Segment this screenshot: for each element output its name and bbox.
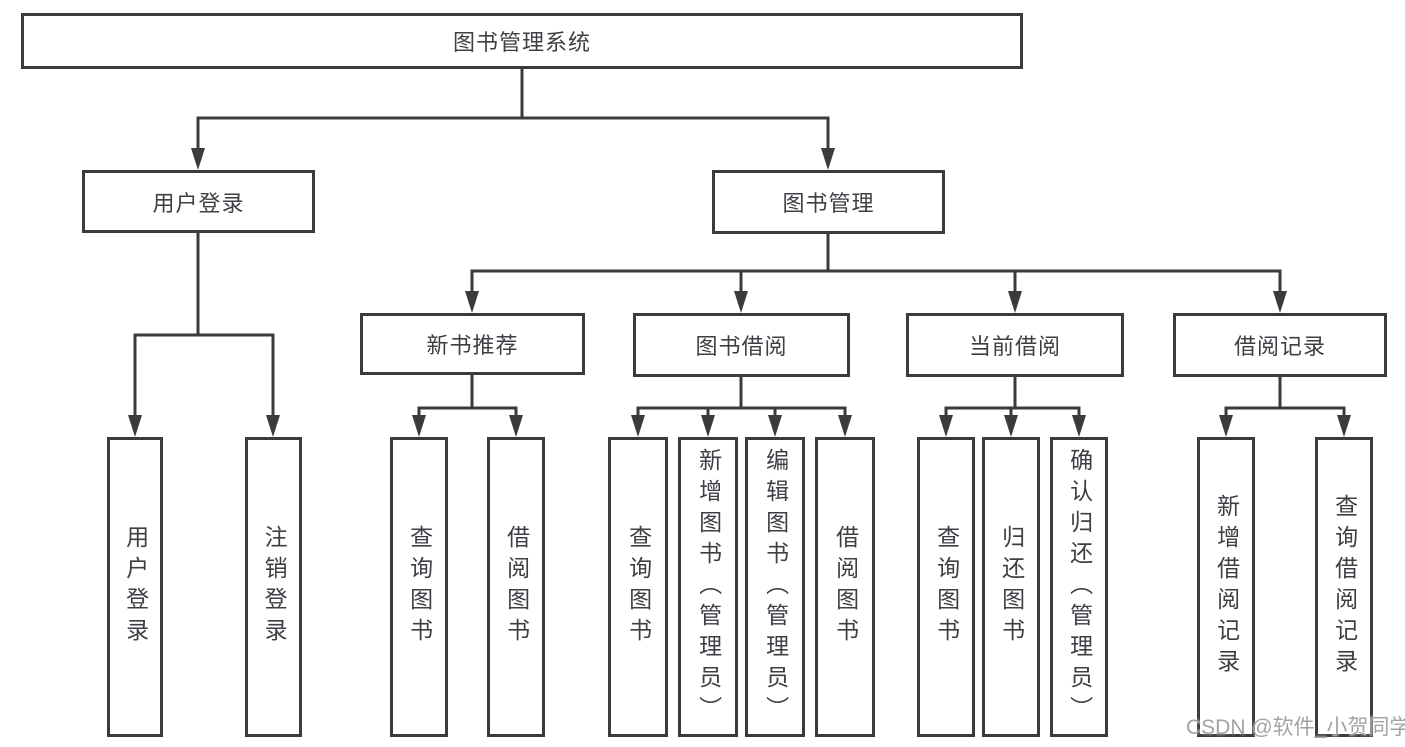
node-current-borrowing: 当前借阅 — [906, 313, 1124, 377]
node-label: 新增借阅记录 — [1213, 494, 1240, 680]
node-label: 新书推荐 — [426, 333, 519, 358]
node-new-book-recommendation: 新书推荐 — [360, 313, 585, 375]
leaf-borrow-books-1: 借阅图书 — [487, 437, 545, 737]
node-label: 用户登录 — [152, 190, 245, 216]
leaf-query-borrow-record: 查询借阅记录 — [1315, 437, 1373, 737]
node-label: 图书管理系统 — [452, 30, 591, 55]
node-book-management: 图书管理 — [712, 170, 945, 234]
node-label: 注销登录 — [261, 525, 288, 649]
node-label: 借阅图书 — [832, 525, 859, 649]
node-label: 查询借阅记录 — [1331, 494, 1358, 680]
leaf-borrow-books-2: 借阅图书 — [815, 437, 875, 737]
node-label: 查询图书 — [406, 525, 433, 649]
node-label: 借阅图书 — [503, 525, 530, 649]
leaf-query-books-1: 查询图书 — [390, 437, 448, 737]
node-library-management-system: 图书管理系统 — [21, 13, 1023, 69]
node-label: 归还图书 — [998, 525, 1025, 649]
leaf-add-borrow-record: 新增借阅记录 — [1197, 437, 1255, 737]
node-label: 用户登录 — [122, 525, 149, 649]
node-label: 图书管理 — [782, 191, 875, 216]
node-label: 图书借阅 — [695, 334, 788, 359]
node-label: 编辑图书（管理员） — [762, 447, 789, 727]
node-label: 借阅记录 — [1233, 334, 1326, 359]
node-label: 确认归还（管理员） — [1066, 447, 1093, 727]
leaf-edit-book-admin: 编辑图书（管理员） — [745, 437, 805, 737]
leaf-query-books-3: 查询图书 — [917, 437, 975, 737]
csdn-watermark: CSDN @软件_小贺同学 — [1186, 716, 1405, 739]
node-user-login-group: 用户登录 — [82, 170, 315, 233]
node-label: 当前借阅 — [968, 334, 1061, 359]
leaf-confirm-return-admin: 确认归还（管理员） — [1050, 437, 1108, 737]
arrowheads — [128, 148, 1351, 437]
node-book-borrowing: 图书借阅 — [633, 313, 850, 377]
node-label: 查询图书 — [933, 525, 960, 649]
leaf-add-book-admin: 新增图书（管理员） — [678, 437, 738, 737]
node-label: 查询图书 — [625, 525, 652, 649]
node-borrowing-records: 借阅记录 — [1173, 313, 1387, 377]
node-label: 新增图书（管理员） — [695, 447, 722, 727]
leaf-user-login: 用户登录 — [107, 437, 163, 737]
leaf-query-books-2: 查询图书 — [608, 437, 668, 737]
leaf-return-book: 归还图书 — [982, 437, 1040, 737]
leaf-logout: 注销登录 — [245, 437, 302, 737]
